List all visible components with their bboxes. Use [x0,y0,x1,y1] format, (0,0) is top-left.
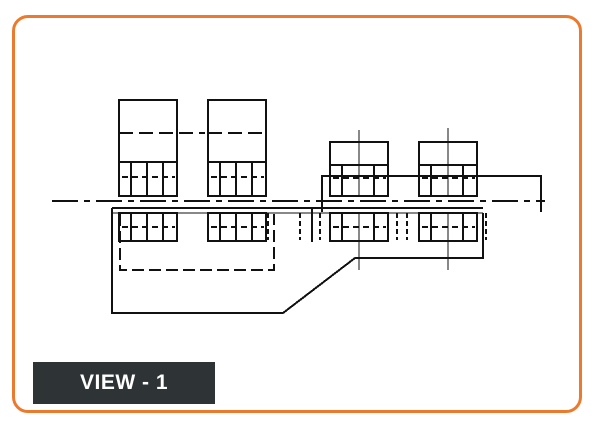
hidden-casing [119,214,275,271]
lower-gear-2 [207,212,267,242]
lower-casing [111,208,484,314]
lower-gear-4 [418,212,478,270]
upper-housing [321,175,542,212]
lower-gear-1 [118,212,178,242]
gear-block-2 [207,99,267,197]
view-label: VIEW - 1 [33,362,215,404]
gear-block-3 [329,130,389,197]
gear-block-4 [418,128,478,197]
spacer-blocks [267,208,487,242]
gear-block-1 [118,99,205,197]
lower-gear-3 [329,212,389,270]
drawing-frame [12,15,582,413]
